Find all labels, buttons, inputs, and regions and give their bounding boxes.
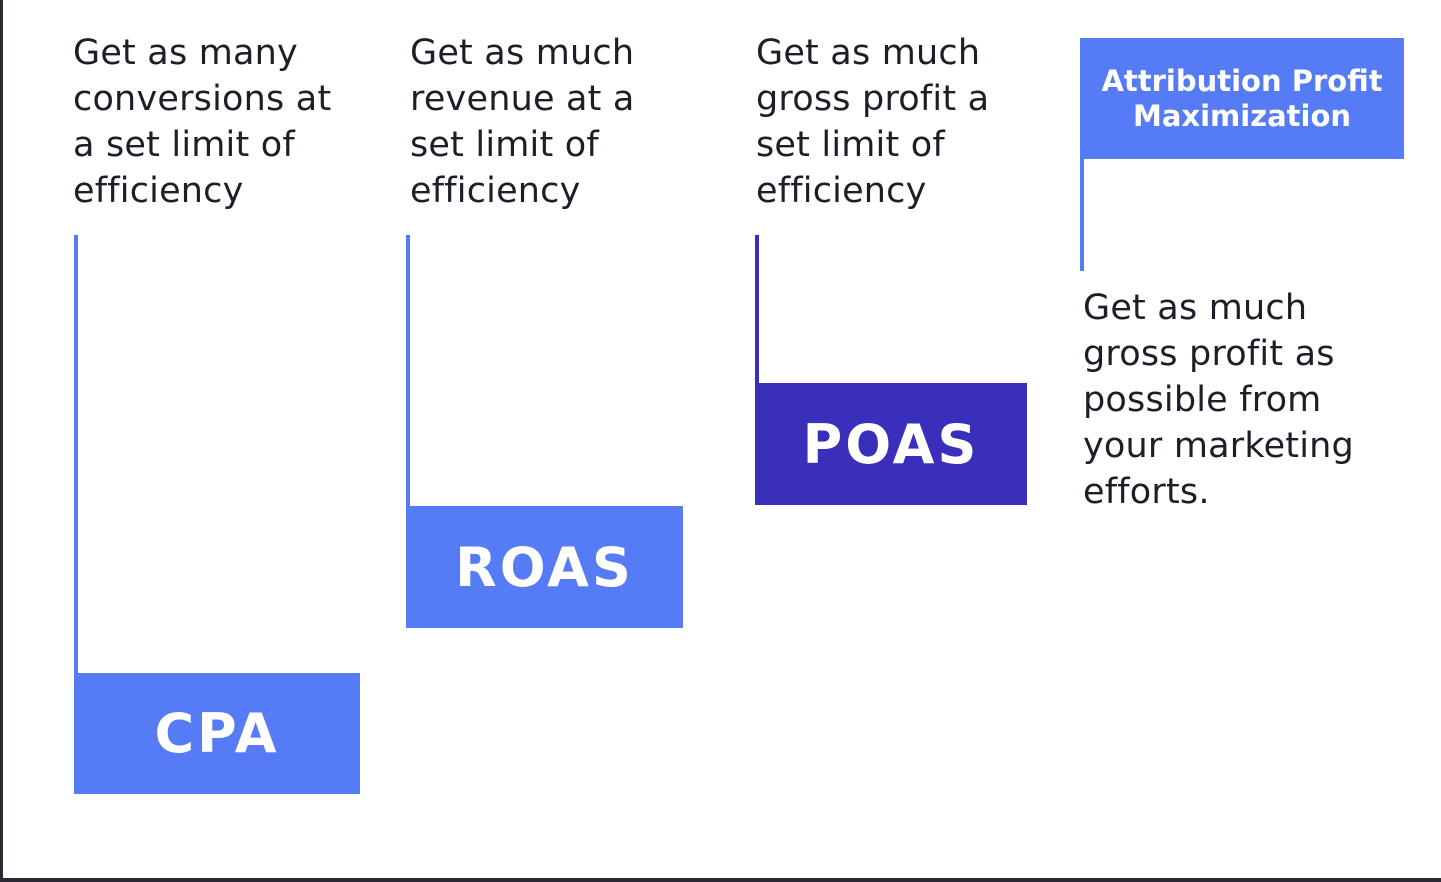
roas-description-line: efficiency	[410, 171, 581, 211]
roas-description: Get as much revenue at a set limit of ef…	[410, 30, 635, 214]
poas-description-line: efficiency	[756, 171, 927, 211]
roas-description-line: revenue at a	[410, 79, 635, 119]
apm-description-line: gross profit as	[1083, 334, 1335, 374]
apm-tag-line: Attribution Profit	[1101, 63, 1383, 98]
apm-description-line: efforts.	[1083, 472, 1210, 512]
poas-description: Get as much gross profit a set limit of …	[756, 30, 989, 214]
cpa-description: Get as many conversions at a set limit o…	[73, 30, 331, 214]
cpa-connector-line	[74, 235, 78, 675]
cpa-description-line: a set limit of	[73, 125, 295, 165]
frame-left-border	[0, 0, 3, 882]
roas-connector-line	[406, 235, 410, 507]
poas-tag: POAS	[755, 383, 1027, 505]
roas-description-line: set limit of	[410, 125, 599, 165]
frame-bottom-border	[0, 878, 1441, 882]
poas-connector-line	[755, 235, 759, 385]
roas-tag: ROAS	[406, 506, 683, 628]
cpa-description-line: Get as many	[73, 33, 298, 73]
apm-description-line: your marketing	[1083, 426, 1354, 466]
apm-description-line: possible from	[1083, 380, 1322, 420]
cpa-tag: CPA	[74, 673, 360, 794]
cpa-description-line: conversions at	[73, 79, 332, 119]
cpa-description-line: efficiency	[73, 171, 244, 211]
apm-tag-line: Maximization	[1132, 98, 1352, 133]
poas-description-line: set limit of	[756, 125, 945, 165]
poas-description-line: gross profit a	[756, 79, 990, 119]
apm-description-line: Get as much	[1083, 288, 1308, 328]
poas-description-line: Get as much	[756, 33, 981, 73]
attribution-profit-maximization-tag: Attribution Profit Maximization	[1080, 38, 1404, 159]
roas-description-line: Get as much	[410, 33, 635, 73]
apm-connector-line	[1080, 158, 1084, 271]
apm-description: Get as much gross profit as possible fro…	[1083, 285, 1354, 515]
